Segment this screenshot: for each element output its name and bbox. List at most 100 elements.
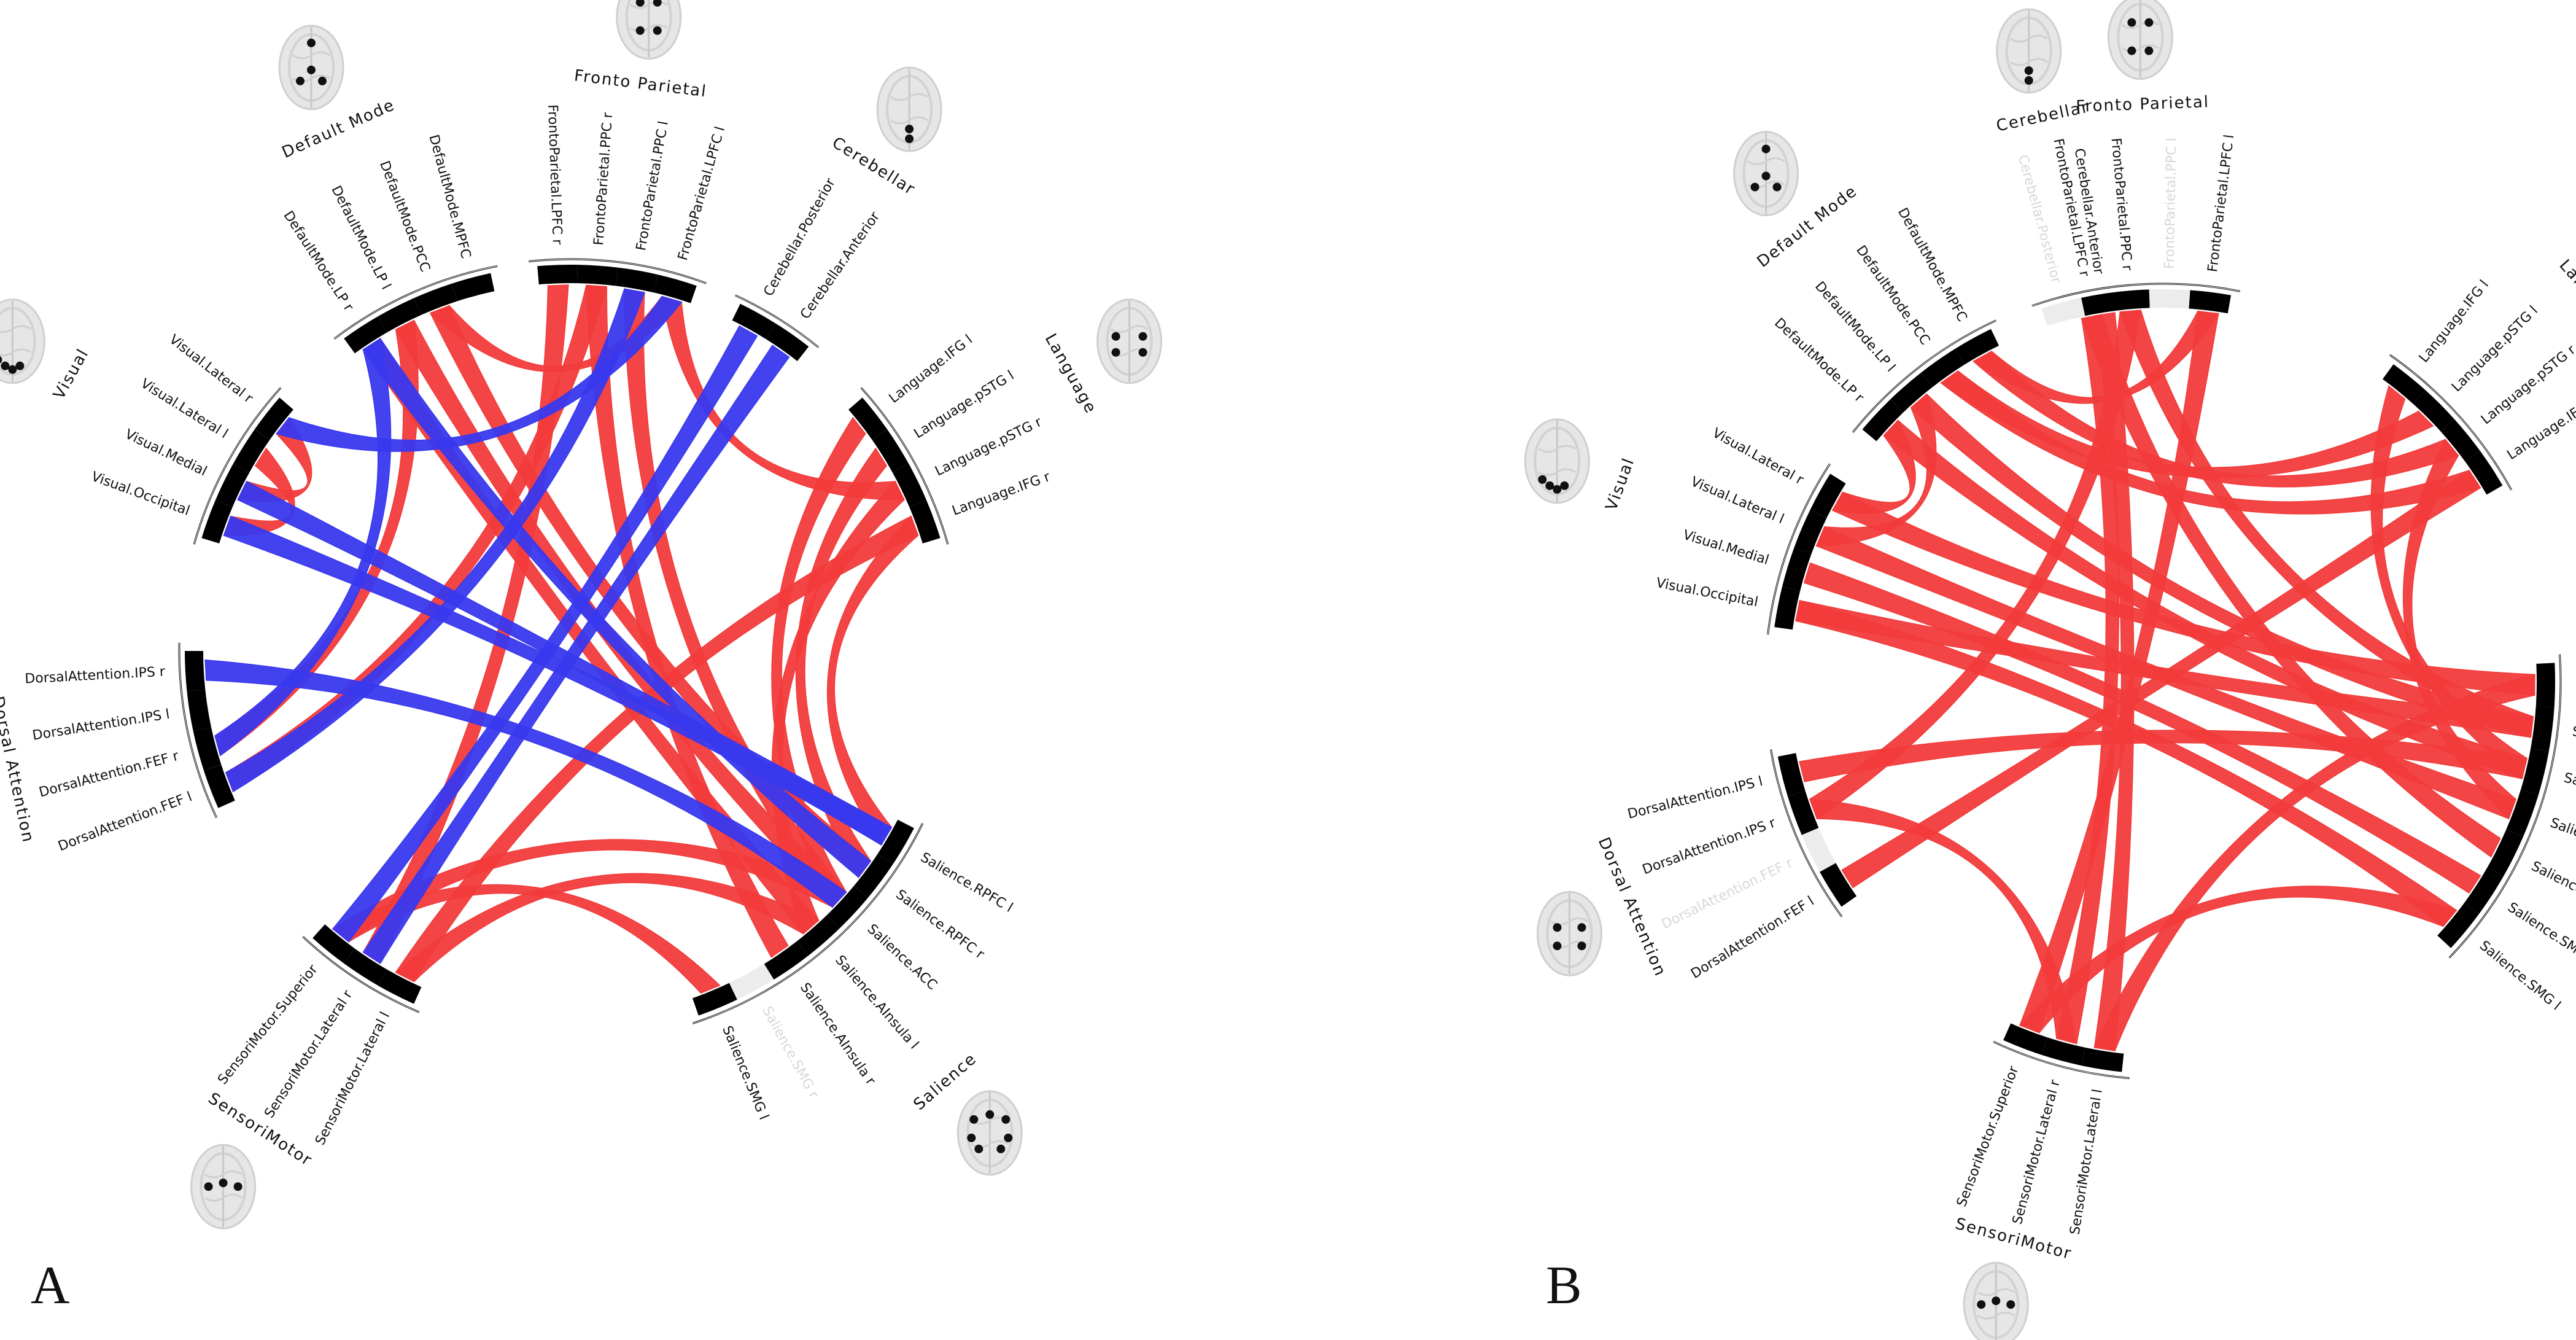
roi-label: DorsalAttention.IPS l: [1626, 774, 1764, 822]
roi-segment: [729, 964, 774, 1000]
roi-label: FrontoParietal.PPC l: [2162, 138, 2180, 269]
brain-axial-icon: [616, 0, 682, 60]
roi-label: FrontoParietal.LPFC r: [545, 104, 565, 246]
roi-segment: [872, 429, 909, 473]
network-dorsal-attention: DorsalAttention.FEF lDorsalAttention.FEF…: [0, 642, 235, 854]
network-name: Language: [2556, 256, 2576, 334]
roi-label: Language.pSTG r: [933, 414, 1045, 479]
roi-label: DorsalAttention.IPS l: [31, 707, 171, 744]
roi-segment: [187, 689, 212, 731]
roi-segment: [732, 303, 776, 340]
brain-axial-icon: [956, 1090, 1023, 1176]
roi-segment: [766, 323, 809, 362]
roi-segment: [378, 969, 422, 1004]
roi-segment: [1955, 329, 2000, 365]
roi-segment: [877, 819, 914, 865]
network-name: Dorsal Attention: [0, 695, 37, 845]
brain-axial-icon: [876, 66, 942, 152]
brain-axial-icon: [2107, 0, 2173, 80]
roi-segment: [1794, 509, 1827, 554]
roi-label: SensoriMotor.Lateral l: [2068, 1088, 2106, 1236]
roi-segment: [2041, 297, 2085, 326]
connection-link-positive: [1940, 370, 2434, 478]
roi-label: Language.IFG r: [950, 469, 1053, 519]
roi-segment: [2041, 1037, 2085, 1066]
roi-segment: [577, 265, 618, 286]
roi-segment: [201, 500, 233, 544]
roi-label: Salience.AInsula l: [2548, 816, 2576, 871]
roi-segment: [193, 727, 222, 771]
connection-links: [1795, 310, 2535, 1051]
brain-axial-icon: [278, 25, 344, 111]
brain-axial-icon: [1536, 890, 1602, 976]
roi-label: Visual.Lateral l: [138, 376, 231, 442]
roi-label: FrontoParietal.LPFC l: [2205, 134, 2237, 273]
connection-link-positive: [1831, 419, 1916, 514]
connection-link-negative: [204, 659, 847, 908]
roi-label: SensoriMotor.Lateral r: [2010, 1078, 2063, 1226]
connectogram-a: FrontoParietal.LPFC r FrontoParietal.PPC …: [0, 0, 1163, 1229]
roi-label: FrontoParietal.PPC r: [591, 112, 616, 246]
roi-segment: [892, 464, 927, 508]
roi-segment: [203, 764, 235, 808]
connection-link-positive: [1795, 599, 2458, 927]
roi-segment: [2464, 867, 2504, 914]
network-cerebellar: Cerebellar.PosteriorCerebellar.AnteriorC…: [732, 133, 918, 362]
roi-segment: [1810, 473, 1846, 518]
roi-segment: [1787, 790, 1819, 835]
roi-segment: [764, 941, 809, 980]
roi-segment: [2413, 390, 2454, 432]
roi-label: FrontoParietal.PPC l: [634, 120, 672, 252]
roi-segment: [451, 273, 495, 302]
roi-label: Salience.ACC: [2562, 770, 2576, 806]
roi-label: DefaultMode.LP l: [328, 184, 394, 292]
network-dorsal-attention: DorsalAttention.FEF lDorsalAttention.FEF…: [1594, 749, 1857, 982]
roi-label: Visual.Lateral l: [1688, 474, 1786, 527]
connection-link-positive: [2081, 314, 2501, 858]
connection-link-negative: [223, 515, 893, 846]
roi-label: Visual.Lateral r: [166, 332, 256, 407]
roi-segment: [2382, 364, 2426, 404]
roi-segment: [1820, 863, 1857, 907]
network-visual: Visual.OccipitalVisual.MedialVisual.Late…: [50, 332, 293, 545]
brain-axial-icon: [1733, 131, 1799, 217]
connection-link-positive: [1799, 730, 2528, 782]
roi-label: Salience.ACC: [864, 921, 941, 993]
panel-a: FrontoParietal.LPFC r FrontoParietal.PPC …: [0, 0, 1163, 1315]
roi-segment: [1801, 827, 1836, 872]
brain-axial-icon: [1524, 418, 1590, 504]
connection-link-positive: [1815, 393, 1937, 547]
roi-label: DorsalAttention.IPS r: [25, 664, 166, 687]
roi-segment: [233, 429, 270, 473]
roi-segment: [2465, 451, 2503, 495]
roi-label: SensoriMotor.Superior: [1954, 1064, 2022, 1209]
roi-segment: [1774, 586, 1801, 630]
roi-segment: [1921, 349, 1965, 388]
brain-axial-icon: [190, 1143, 257, 1229]
roi-segment: [1782, 547, 1812, 591]
roi-segment: [848, 397, 888, 440]
roi-segment: [796, 915, 840, 956]
roi-label: Visual.Occipital: [89, 469, 192, 519]
brain-axial-icon: [1096, 298, 1163, 384]
roi-segment: [414, 283, 458, 315]
roi-label: Visual.Medial: [1681, 528, 1771, 568]
network-name: Visual: [1602, 455, 1639, 513]
roi-label: Salience.RPFC l: [2575, 677, 2576, 693]
roi-segment: [909, 500, 941, 544]
roi-label: Language.IFG l: [886, 332, 976, 407]
network-name: Visual: [50, 345, 93, 402]
panel-letter-a: A: [31, 1256, 70, 1315]
roi-segment: [2535, 663, 2556, 707]
roi-segment: [215, 464, 250, 508]
roi-label: Visual.Occipital: [1655, 575, 1759, 610]
roi-label: DefaultMode.LP r: [280, 208, 356, 314]
roi-segment: [2003, 1023, 2047, 1055]
roi-segment: [378, 298, 422, 333]
roi-label: Salience.SMG r: [2505, 900, 2576, 968]
roi-label: DefaultMode.PCC: [376, 159, 433, 275]
